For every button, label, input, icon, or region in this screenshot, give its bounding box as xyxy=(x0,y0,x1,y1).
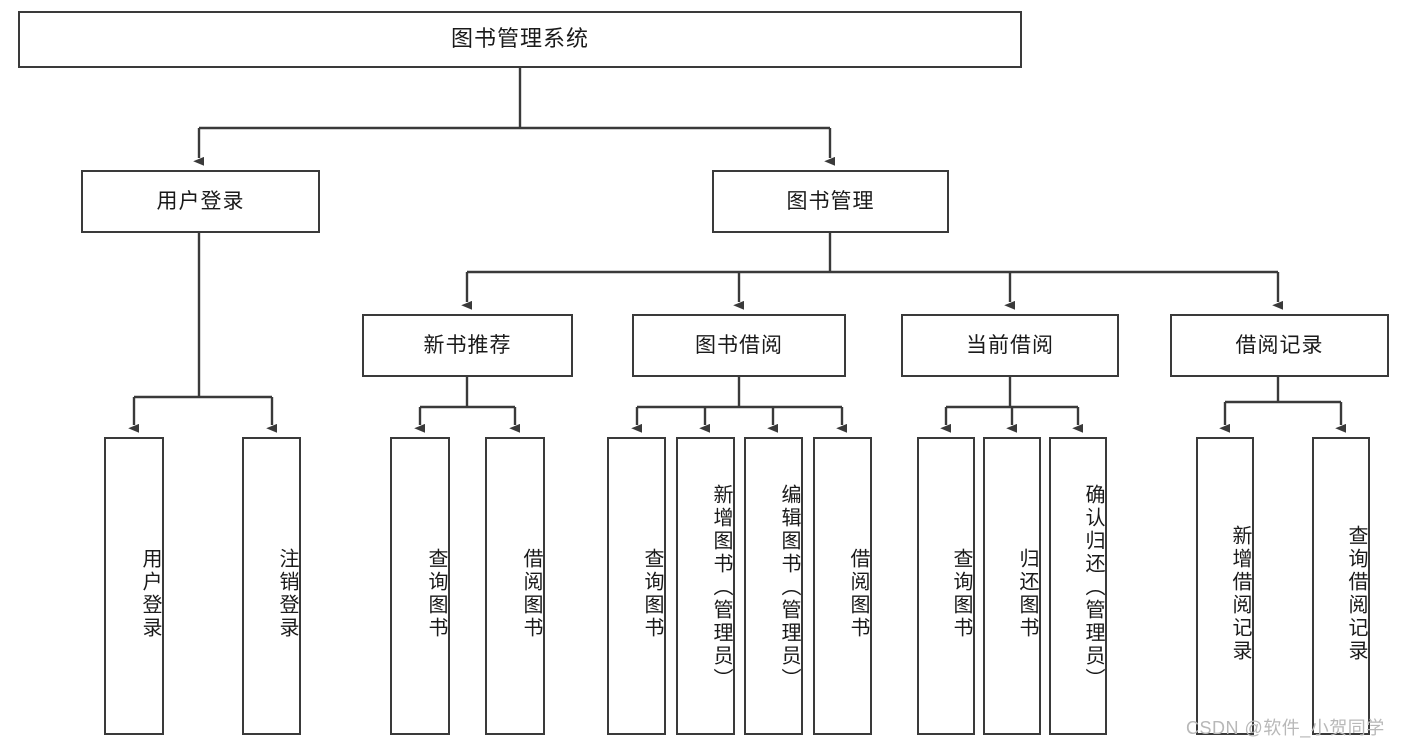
connector-book-management-to-level3 xyxy=(461,233,1284,310)
leaf-query-books-current[interactable]: 查询图书 xyxy=(917,437,975,735)
node-current-borrowing[interactable]: 当前借阅 xyxy=(901,314,1119,377)
node-label: 查询借阅记录 xyxy=(1345,525,1367,663)
connector-borrow-records-to-leaves xyxy=(1219,377,1347,433)
leaf-logout[interactable]: 注销登录 xyxy=(242,437,301,735)
connector-current-borrowing-to-leaves xyxy=(940,377,1084,433)
leaf-borrow-books-recommendation[interactable]: 借阅图书 xyxy=(485,437,545,735)
node-label: 新书推荐 xyxy=(423,333,512,357)
node-label: 用户登录 xyxy=(156,189,245,213)
node-label: 新增借阅记录 xyxy=(1229,525,1251,663)
node-label: 图书管理系统 xyxy=(450,26,589,52)
node-label: 确认归还（管理员） xyxy=(1082,483,1104,691)
node-label: 归还图书 xyxy=(1016,548,1038,640)
node-label: 用户登录 xyxy=(139,548,161,640)
node-label: 编辑图书（管理员） xyxy=(778,483,800,691)
node-new-book-recommendation[interactable]: 新书推荐 xyxy=(362,314,573,377)
leaf-return-book[interactable]: 归还图书 xyxy=(983,437,1041,735)
connector-root-to-level2 xyxy=(193,68,836,166)
connector-book-borrowing-to-leaves xyxy=(631,377,848,433)
leaf-query-books-borrowing[interactable]: 查询图书 xyxy=(607,437,666,735)
node-label: 查询图书 xyxy=(425,548,447,640)
node-library-management-system[interactable]: 图书管理系统 xyxy=(18,11,1022,68)
node-label: 新增图书（管理员） xyxy=(710,483,732,691)
node-label: 图书管理 xyxy=(786,189,875,213)
connector-new-book-recommendation-to-leaves xyxy=(414,377,521,433)
leaf-edit-book-admin[interactable]: 编辑图书（管理员） xyxy=(744,437,803,735)
node-book-management[interactable]: 图书管理 xyxy=(712,170,949,233)
connector-user-login-to-leaves xyxy=(128,233,278,433)
leaf-borrow-book[interactable]: 借阅图书 xyxy=(813,437,872,735)
node-label: 借阅记录 xyxy=(1235,333,1324,357)
leaf-add-book-admin[interactable]: 新增图书（管理员） xyxy=(676,437,735,735)
node-label: 图书借阅 xyxy=(695,333,783,357)
leaf-query-borrow-record[interactable]: 查询借阅记录 xyxy=(1312,437,1370,735)
leaf-user-login[interactable]: 用户登录 xyxy=(104,437,164,735)
node-user-login[interactable]: 用户登录 xyxy=(81,170,320,233)
leaf-query-books-recommendation[interactable]: 查询图书 xyxy=(390,437,450,735)
node-borrow-records[interactable]: 借阅记录 xyxy=(1170,314,1389,377)
leaf-confirm-return-admin[interactable]: 确认归还（管理员） xyxy=(1049,437,1107,735)
node-label: 借阅图书 xyxy=(520,548,542,640)
watermark: CSDN @软件_小贺同学 xyxy=(1186,718,1385,738)
node-label: 借阅图书 xyxy=(847,548,869,640)
node-label: 查询图书 xyxy=(950,548,972,640)
node-label: 注销登录 xyxy=(276,548,298,640)
node-book-borrowing[interactable]: 图书借阅 xyxy=(632,314,846,377)
leaf-add-borrow-record[interactable]: 新增借阅记录 xyxy=(1196,437,1254,735)
node-label: 当前借阅 xyxy=(966,333,1054,357)
node-label: 查询图书 xyxy=(641,548,663,640)
